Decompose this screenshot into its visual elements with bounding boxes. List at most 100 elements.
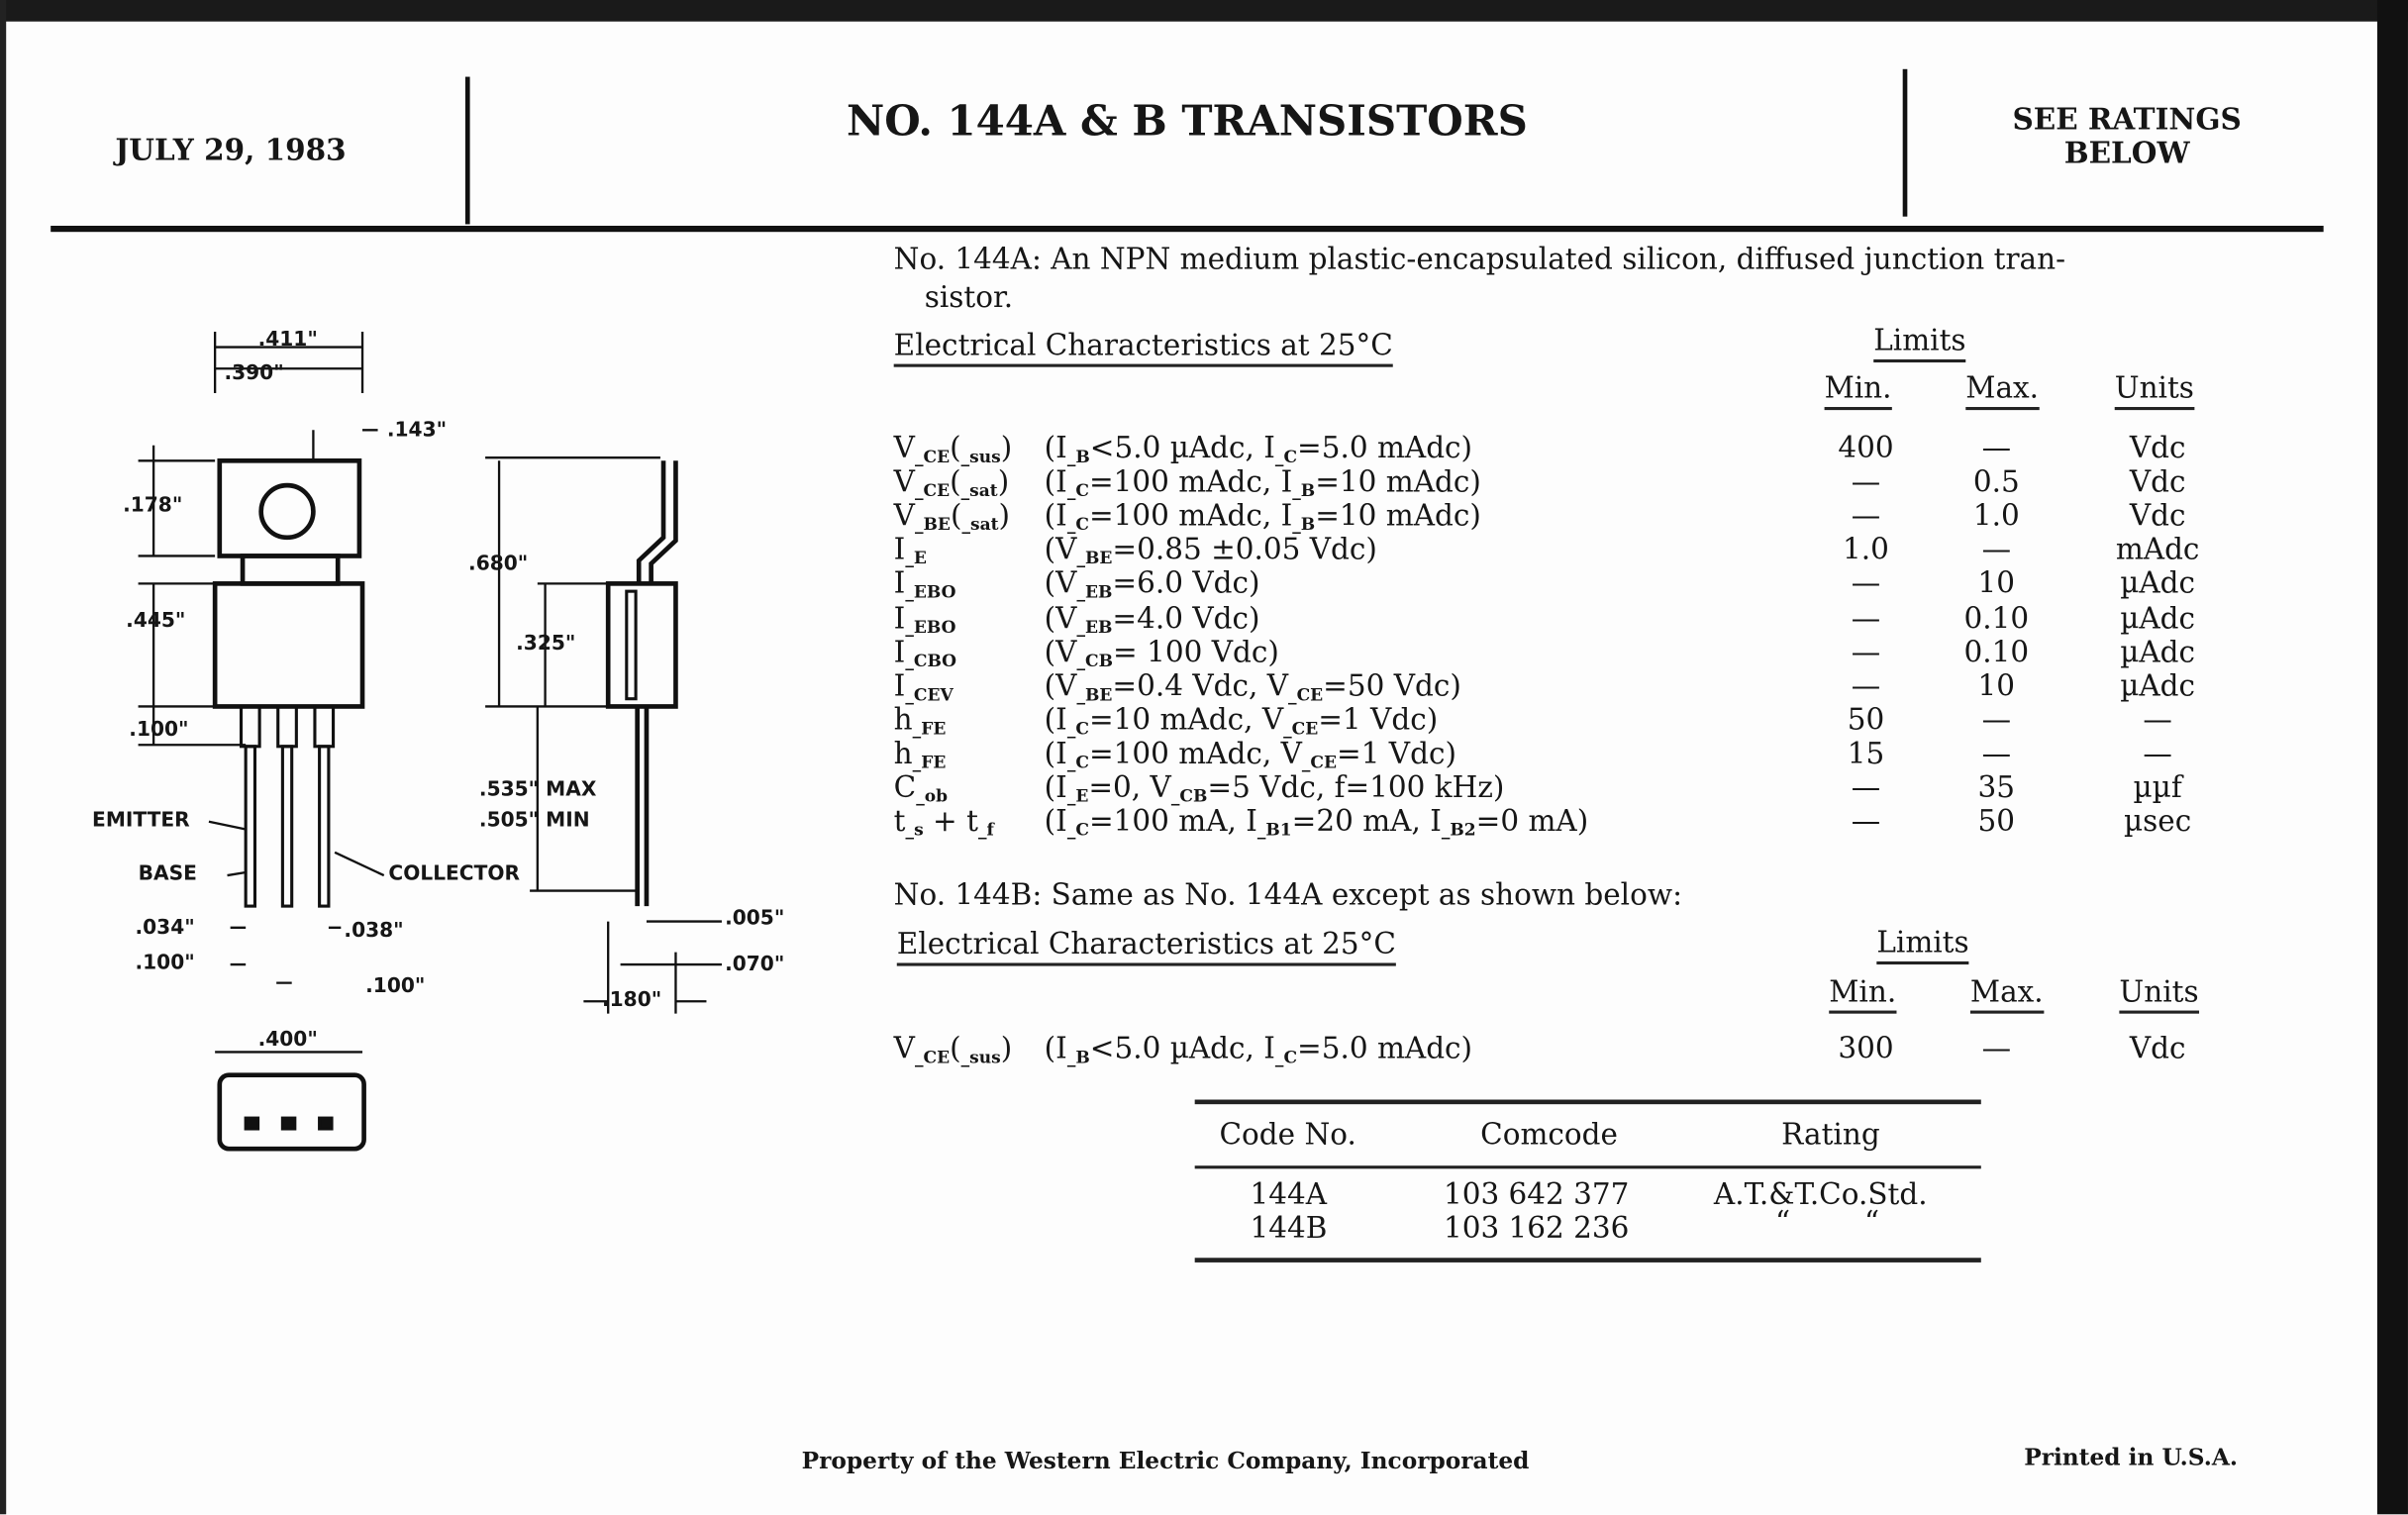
dimension-label: .505" MIN: [478, 809, 590, 833]
subscript: _C: [1066, 752, 1089, 772]
limits-label-b: Limits: [1876, 926, 1969, 965]
scan-edge-left: [0, 0, 7, 1515]
dimension-label: .680": [468, 553, 529, 576]
test-condition: (I_E=0, V_CB=5 Vdc, f=100 kHz): [1045, 771, 1505, 814]
text-segment: =10 mAdc): [1315, 465, 1481, 500]
units-value: —: [2143, 737, 2172, 771]
dimension-label: .100": [129, 718, 189, 743]
text-segment: =0.4 Vdc, V: [1112, 668, 1289, 703]
units-value: Vdc: [2129, 465, 2186, 500]
text-segment: (V: [1044, 668, 1077, 703]
subscript: _CEV: [905, 684, 953, 705]
text-segment: =50 Vdc): [1323, 668, 1461, 703]
dimension-label: .038": [344, 920, 404, 944]
max-value: 35: [1977, 770, 2016, 805]
test-condition: (I_C=100 mAdc, I_B=10 mAdc): [1045, 465, 1481, 508]
header-date: JULY 29, 1983: [115, 133, 347, 168]
parameter-symbol: I_E: [894, 534, 927, 576]
max-value: 0.5: [1972, 465, 2020, 500]
subscript: _E: [1066, 786, 1089, 807]
subscript: _CE: [914, 447, 951, 467]
text-segment: h: [893, 703, 913, 738]
text-segment: <5.0 µAdc, I: [1089, 431, 1275, 465]
text-segment: (V: [1044, 533, 1077, 567]
max-value: 50: [1977, 804, 2016, 839]
test-condition: (V_CB= 100 Vdc): [1045, 635, 1279, 677]
text-segment: + t: [923, 804, 978, 839]
ratings-line1: SEE RATINGS: [2012, 102, 2242, 138]
units-value: µAdc: [2120, 566, 2196, 602]
max-value: —: [1981, 703, 2012, 738]
parameter-symbol: I_EBO: [894, 567, 956, 610]
text-segment: =20 mA, I: [1291, 804, 1442, 839]
side-view: [485, 456, 722, 1014]
text-segment: =0.85 ±0.05 Vdc): [1112, 533, 1377, 567]
text-segment: =100 mAdc, I: [1088, 499, 1293, 534]
min-value: 1.0: [1843, 533, 1889, 567]
text-segment: (I: [1044, 431, 1067, 465]
parameter-symbol: h_FE: [894, 737, 947, 779]
parameter-symbol: I_CEV: [894, 669, 953, 712]
max-value: 1.0: [1972, 499, 2020, 534]
subscript: _EBO: [905, 616, 956, 637]
units-value: Vdc: [2129, 431, 2186, 465]
subscript: _CB: [1170, 786, 1208, 807]
col-min-b: Min.: [1829, 975, 1897, 1014]
parameter-symbol: t_s + t_f: [894, 805, 994, 848]
text-segment: (: [950, 465, 961, 500]
footer-property: Property of the Western Electric Company…: [801, 1447, 1530, 1474]
rating-cell: A.T.&T.Co.Std.: [1713, 1177, 1928, 1212]
section-title-a: Electrical Characteristics at 25°C: [893, 329, 1393, 367]
units-value: µsec: [2124, 804, 2192, 839]
parameter-symbol: V_CE(_sus): [894, 432, 1013, 474]
header-rule: [50, 225, 2324, 233]
col-max: Max.: [1965, 371, 2040, 411]
units-value: µµf: [2133, 770, 2182, 805]
text-segment: =100 mAdc, V: [1088, 737, 1302, 771]
ratings-line2: BELOW: [2063, 137, 2190, 171]
subscript: _sus: [960, 447, 1001, 467]
col-min: Min.: [1824, 371, 1892, 411]
text-segment: (I: [1044, 499, 1067, 534]
units-value: µAdc: [2120, 668, 2196, 703]
subscript: _sat: [961, 514, 999, 536]
text-segment: ): [998, 499, 1011, 534]
dimension-label: .390": [224, 362, 284, 386]
units-value: —: [2143, 703, 2172, 738]
section-title-b: Electrical Characteristics at 25°C: [896, 928, 1396, 966]
units-value: µAdc: [2120, 635, 2196, 669]
bottom-view: [217, 1072, 366, 1152]
subscript: _CE: [1301, 752, 1338, 772]
dimension-label: .178": [123, 494, 183, 518]
subscript: _B: [1066, 447, 1090, 467]
text-segment: (I: [1044, 465, 1067, 500]
text-segment: (: [950, 499, 962, 534]
page-title: NO. 144A & B TRANSISTORS: [847, 98, 1528, 147]
text-segment: =6.0 Vdc): [1112, 566, 1260, 602]
rating-cell: “ “: [1774, 1205, 1880, 1240]
test-condition: (V_EB=6.0 Vdc): [1045, 567, 1260, 610]
text-segment: ): [1000, 431, 1013, 465]
ratings-note: SEE RATINGS BELOW: [1912, 103, 2342, 170]
text-segment: =0, V: [1088, 770, 1171, 805]
text-segment: (I: [1044, 770, 1067, 805]
test-condition: (I_C=100 mA, I_B1=20 mA, I_B2=0 mA): [1045, 805, 1589, 848]
dimension-label: .100": [365, 974, 426, 999]
parameter-symbol: V_BE(_sat): [894, 499, 1010, 542]
subscript: _CE: [1283, 718, 1319, 739]
dimension-label: .034": [135, 916, 195, 941]
text-segment: t: [893, 804, 906, 839]
subscript: _B2: [1441, 820, 1476, 841]
package-outline-drawing: [138, 332, 722, 1152]
code-cell: 144B: [1250, 1211, 1328, 1246]
comcode-cell: 103 642 377: [1443, 1177, 1630, 1212]
max-value: 10: [1977, 668, 2016, 703]
subscript: _CBO: [905, 650, 957, 671]
text-segment: C: [893, 770, 917, 805]
text-segment: (I: [1044, 804, 1067, 839]
test-condition: (I_B<5.0 µAdc, I_C=5.0 mAdc): [1045, 432, 1472, 474]
subscript: _C: [1066, 480, 1089, 501]
dimension-label: .400": [257, 1029, 318, 1053]
text-segment: =1 Vdc): [1318, 703, 1439, 738]
subscript: _EB: [1076, 582, 1113, 603]
